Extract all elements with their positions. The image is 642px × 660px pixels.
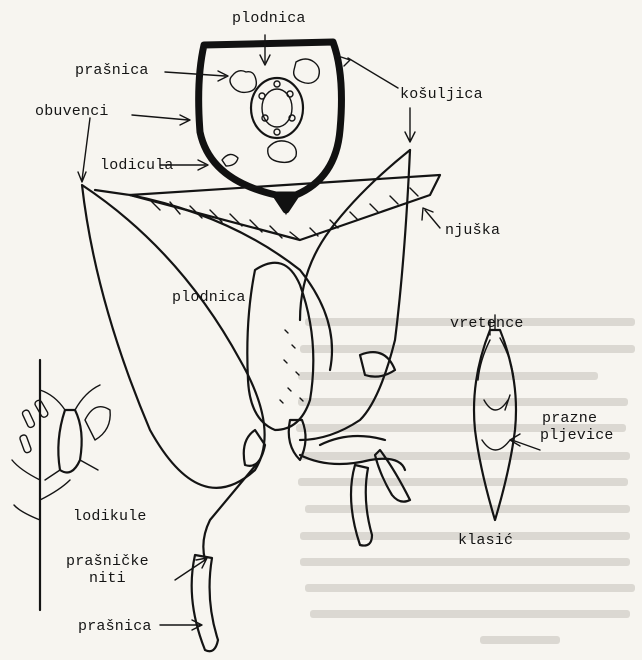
label-prasnica-top: prašnica (75, 62, 149, 79)
filament-1 (203, 460, 260, 560)
label-vretence: vretence (450, 315, 524, 332)
show-through-text (296, 318, 635, 644)
label-prazne-pljevice: prazne pljevice (540, 410, 614, 445)
anther-bottom (268, 141, 297, 163)
label-prasnica-bottom: prašnica (78, 618, 152, 635)
label-kosuljica: košuljica (400, 86, 483, 103)
anther-left (230, 71, 256, 93)
lodikule-left (244, 430, 265, 466)
label-prazne-line2: pljevice (540, 427, 614, 444)
lodicula-small-left (222, 154, 238, 166)
label-obuvenci: obuvenci (35, 103, 109, 120)
label-lodikule: lodikule (73, 508, 147, 525)
label-prazne-line1: prazne (540, 410, 614, 427)
label-prasnicke-line1: prašničke (66, 553, 149, 570)
label-njuska: njuška (445, 222, 500, 239)
anther-hanging-1 (192, 555, 218, 651)
ovary-cross-section (251, 78, 303, 138)
label-prasnicke-line2: niti (66, 570, 149, 587)
label-klasic: klasić (458, 532, 513, 549)
anther-right (294, 59, 320, 83)
filament-3 (320, 436, 385, 445)
label-plodnica-top: plodnica (232, 10, 306, 27)
ovary-stipple (280, 330, 303, 403)
cross-section-outline (199, 42, 342, 210)
label-lodicula: lodicula (100, 157, 174, 174)
label-plodnica-mid: plodnica (172, 289, 246, 306)
label-prasnicke-niti: prašničke niti (66, 553, 149, 588)
